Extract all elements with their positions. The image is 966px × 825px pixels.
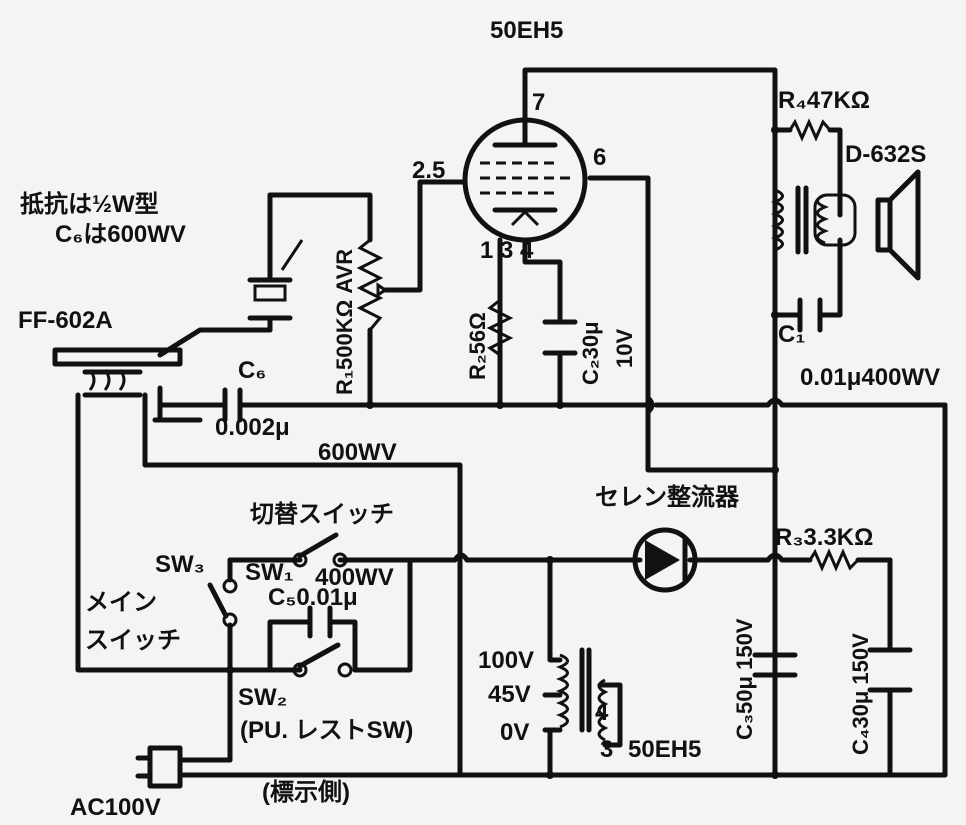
output-transformer xyxy=(770,185,857,255)
sw2-label: SW₂ xyxy=(238,684,287,711)
rectifier-label: セレン整流器 xyxy=(595,484,740,511)
c6-label: C₆ xyxy=(238,357,266,384)
c6-wv-label: 600WV xyxy=(318,439,397,466)
tap-0v-label: 0V xyxy=(500,719,529,746)
c2-label: C₂30μ xyxy=(578,321,603,385)
switch-sw1 xyxy=(292,532,348,568)
c4-label: C₄30μ 150V xyxy=(848,633,873,755)
pickup-label: FF-602A xyxy=(18,307,113,334)
pin6-label: 6 xyxy=(593,144,606,171)
r4-label: R₄47KΩ xyxy=(778,87,870,114)
tube-title-label: 50EH5 xyxy=(490,17,563,44)
r3-label: R₃3.3KΩ xyxy=(775,524,873,551)
resistor-r4 xyxy=(788,118,832,142)
switch-sw3 xyxy=(207,578,238,628)
capacitor-c5 xyxy=(307,605,333,639)
indicator-side-label: (標示側) xyxy=(262,779,350,806)
c1-value-label: 0.01μ400WV xyxy=(800,364,940,391)
heater-tube-label: 50EH5 xyxy=(628,736,701,763)
labels: 50EH5 7 6 2.5 1 3 4 R₄47KΩ D-632S 抵抗は½W型… xyxy=(18,17,940,821)
pin7-label: 7 xyxy=(532,89,545,116)
capacitor-c6 xyxy=(222,387,243,423)
resistor-r3 xyxy=(808,548,860,572)
wire-crossover xyxy=(452,395,785,563)
wiring xyxy=(75,67,948,778)
c6-value-label: 0.002μ xyxy=(215,414,290,441)
pin25-label: 2.5 xyxy=(412,157,445,184)
sw1-label: SW₁ xyxy=(245,559,294,586)
crystal-element xyxy=(247,239,304,321)
resistor-r1-avr xyxy=(356,238,386,331)
capacitor-c3 xyxy=(752,652,798,678)
heater-pin3-label: 3 xyxy=(600,736,613,763)
speaker-icon xyxy=(875,169,921,281)
sw1-voltage-label: 400WV xyxy=(315,564,394,591)
ac-label: AC100V xyxy=(70,794,161,821)
c5-label: C₅0.01μ xyxy=(268,584,358,611)
capacitor-c4 xyxy=(867,647,913,693)
main-switch-label-1: メイン xyxy=(85,589,157,616)
r2-label: R₂56Ω xyxy=(465,312,490,380)
sw2-note-label: (PU. レストSW) xyxy=(240,717,413,744)
c1-label: C₁ xyxy=(778,321,805,348)
junction-dots xyxy=(226,126,779,779)
ac-plug-icon xyxy=(135,745,183,789)
selenium-rectifier xyxy=(632,527,698,593)
capacitor-c1 xyxy=(797,297,823,333)
vacuum-tube-50eh5 xyxy=(462,117,588,243)
sw3-label: SW₃ xyxy=(155,551,205,578)
main-switch-label-2: スイッチ xyxy=(85,627,181,654)
r1-label: R₁500KΩ AVR xyxy=(332,249,357,395)
capacitor-c2 xyxy=(542,319,578,356)
switch-title-label: 切替スイッチ xyxy=(250,501,394,528)
tap-45v-label: 45V xyxy=(488,681,531,708)
note-c6-label: C₆は600WV xyxy=(55,221,186,248)
pickup-ff602a xyxy=(52,347,183,398)
tap-100v-label: 100V xyxy=(478,647,534,674)
note-resistor-label: 抵抗は½W型 xyxy=(20,190,159,218)
heater-pin4-label: 4 xyxy=(595,699,609,726)
pins134-label: 1 3 4 xyxy=(480,237,534,264)
speaker-label: D-632S xyxy=(845,141,926,168)
c3-label: C₃50μ 150V xyxy=(732,618,757,740)
power-transformer xyxy=(555,647,609,742)
c2-voltage-label: 10V xyxy=(612,329,637,368)
resistor-r2 xyxy=(486,298,514,357)
switch-sw2 xyxy=(292,642,353,678)
